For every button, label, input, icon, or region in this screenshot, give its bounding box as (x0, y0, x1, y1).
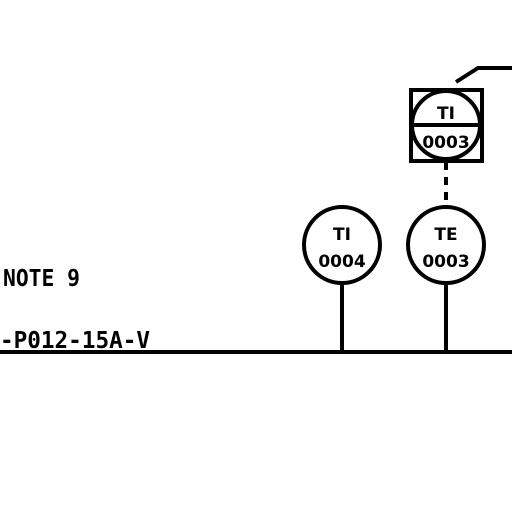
instrument-te-0003[interactable]: TE 0003 (406, 205, 486, 352)
instrument-loop-number: 0003 (422, 133, 469, 153)
instrument-function-label: TE (434, 225, 457, 245)
instrument-bubble (302, 205, 382, 285)
instrument-ti-0004[interactable]: TI 0004 (302, 205, 382, 352)
instrument-function-label: TI (333, 225, 351, 245)
instrument-bubble (406, 205, 486, 285)
leader-line (454, 66, 512, 84)
line-tag: -P012-15A-V (0, 328, 150, 354)
note-label: NOTE 9 (3, 266, 80, 292)
instrument-ti-0003[interactable]: TI 0003 (409, 88, 484, 163)
instrument-loop-number: 0004 (318, 252, 365, 272)
instrument-loop-number: 0003 (422, 252, 469, 272)
instrument-function-label: TI (437, 104, 455, 124)
